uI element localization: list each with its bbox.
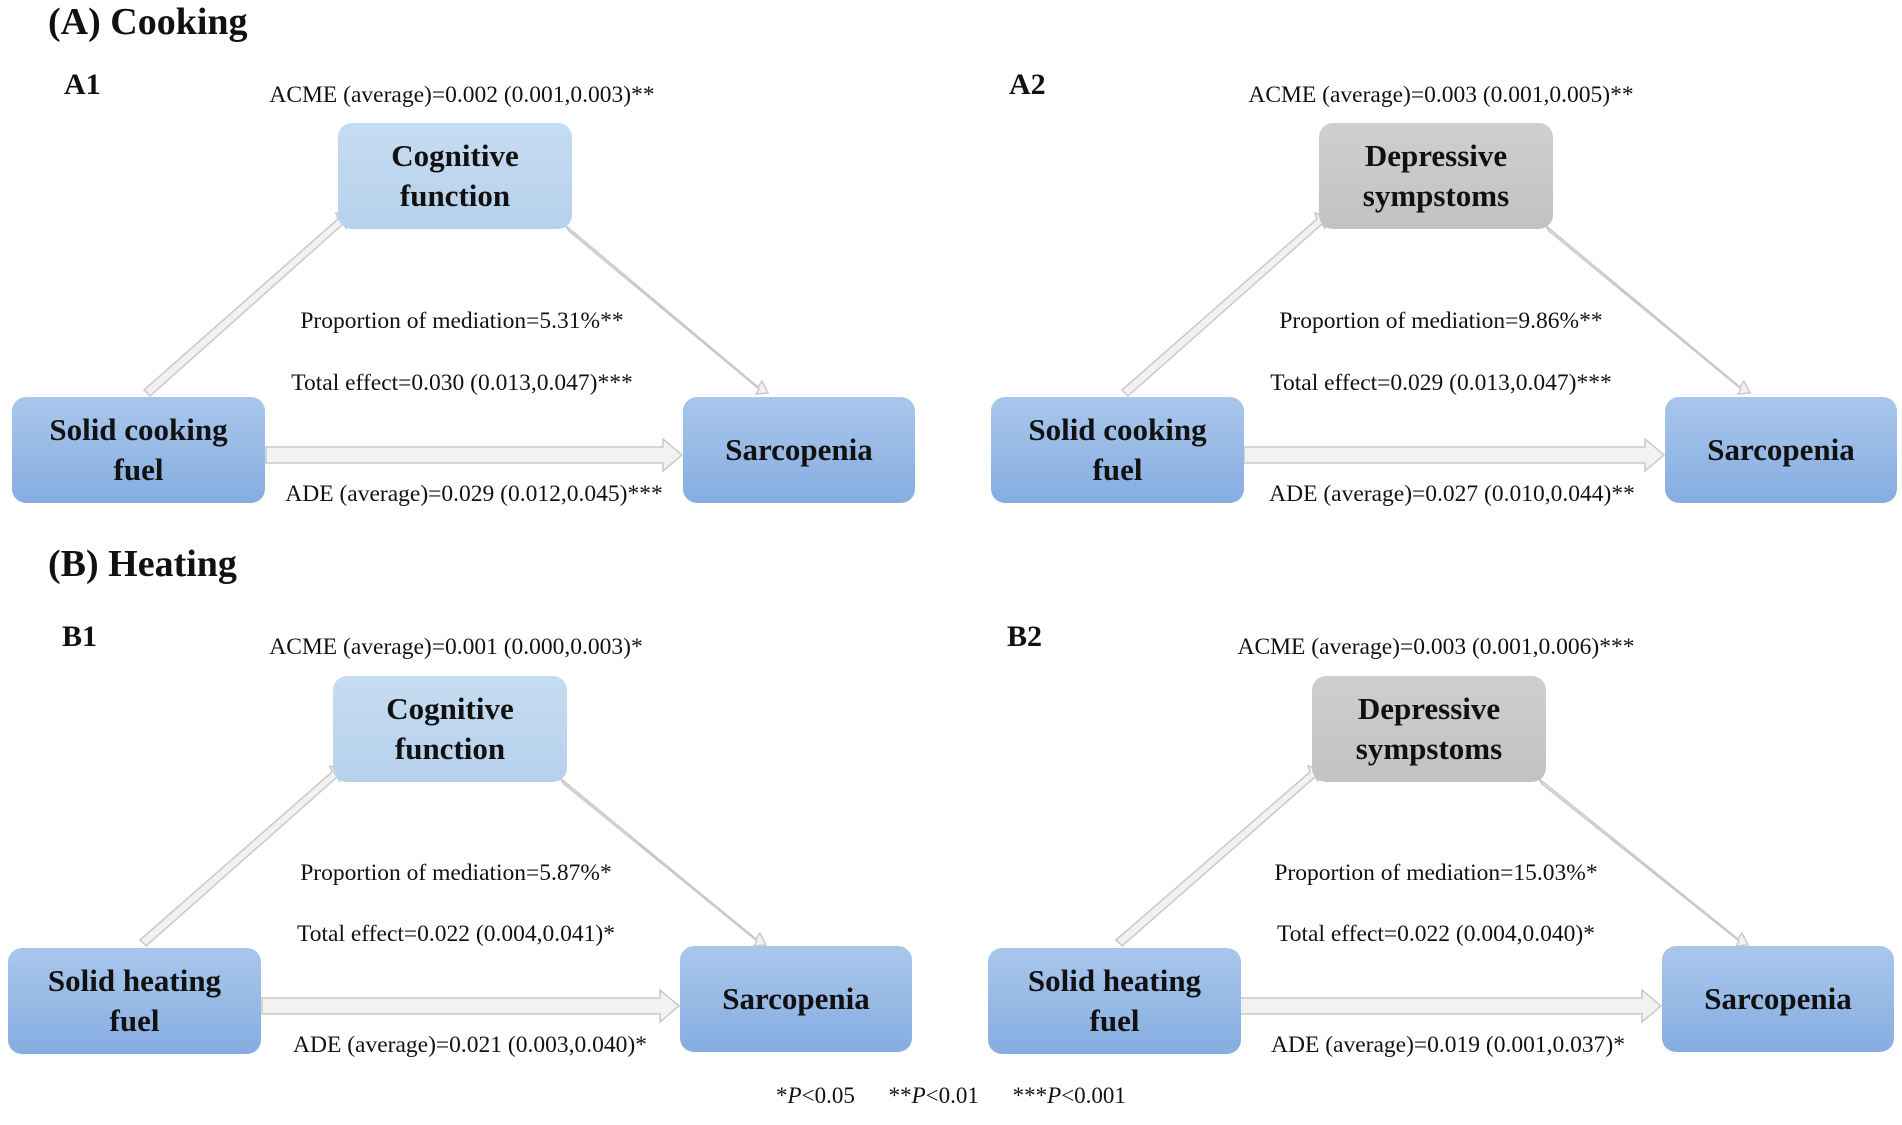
b2-mediator-line2: sympstoms [1355, 731, 1503, 766]
legend-p001: ***P<0.001 [1012, 1083, 1126, 1108]
a2-ade-text: ADE (average)=0.027 (0.010,0.044)** [1269, 481, 1635, 507]
b1-mediator-line1: Cognitive [386, 691, 514, 726]
a2-exposure-box: Solid cooking fuel [991, 397, 1244, 503]
a2-outcome-box: Sarcopenia [1665, 397, 1897, 503]
arrow-a1-exposure-to-mediator [142, 211, 349, 398]
panel-label-a2: A2 [1009, 68, 1046, 101]
a1-total-effect-text: Total effect=0.030 (0.013,0.047)*** [291, 370, 633, 396]
a2-acme-text: ACME (average)=0.003 (0.001,0.005)** [1248, 82, 1634, 108]
section-title-cooking: (A) Cooking [48, 1, 248, 43]
b2-exposure-line2: fuel [1089, 1003, 1140, 1038]
a1-outcome-box: Sarcopenia [683, 397, 915, 503]
b1-ade-text: ADE (average)=0.021 (0.003,0.040)* [293, 1032, 647, 1058]
arrow-b1-exposure-to-mediator [138, 764, 343, 948]
legend-p05: *P<0.05 [776, 1083, 855, 1108]
arrow-b2-direct [1239, 988, 1663, 1024]
b2-exposure-line1: Solid heating [1027, 963, 1202, 998]
b1-outcome-box: Sarcopenia [680, 946, 912, 1052]
b1-mediator-box: Cognitive function [333, 676, 567, 782]
b2-proportion-text: Proportion of mediation=15.03%* [1274, 860, 1598, 886]
arrow-a1-direct [265, 437, 684, 473]
b2-mediator-box: Depressive sympstoms [1312, 676, 1546, 782]
b1-mediator-line2: function [394, 731, 506, 766]
b1-acme-text: ACME (average)=0.001 (0.000,0.003)* [269, 634, 643, 660]
a2-mediator-line1: Depressive [1364, 138, 1508, 173]
b2-ade-text: ADE (average)=0.019 (0.001,0.037)* [1271, 1032, 1625, 1058]
b2-mediator-line1: Depressive [1357, 691, 1501, 726]
legend-p01: **P<0.01 [888, 1083, 979, 1108]
b1-exposure-line1: Solid heating [47, 963, 222, 998]
panel-label-b1: B1 [62, 620, 98, 653]
a1-mediator-line1: Cognitive [391, 138, 519, 173]
a1-ade-text: ADE (average)=0.029 (0.012,0.045)*** [285, 481, 663, 507]
arrow-a2-exposure-to-mediator [1120, 211, 1328, 398]
section-title-heating: (B) Heating [48, 543, 237, 585]
a1-mediator-line2: function [399, 178, 511, 213]
a2-exposure-line2: fuel [1092, 452, 1143, 487]
a1-acme-text: ACME (average)=0.002 (0.001,0.003)** [269, 82, 655, 108]
panel-label-b2: B2 [1007, 620, 1043, 653]
a1-proportion-text: Proportion of mediation=5.31%** [300, 308, 624, 334]
b1-total-effect-text: Total effect=0.022 (0.004,0.041)* [297, 921, 615, 947]
b1-proportion-text: Proportion of mediation=5.87%* [300, 860, 612, 886]
b1-exposure-box: Solid heating fuel [8, 948, 261, 1054]
b2-total-effect-text: Total effect=0.022 (0.004,0.040)* [1277, 921, 1595, 947]
a1-mediator-box: Cognitive function [338, 123, 572, 229]
a2-proportion-text: Proportion of mediation=9.86%** [1279, 308, 1603, 334]
a2-mediator-line2: sympstoms [1362, 178, 1510, 213]
b2-outcome-box: Sarcopenia [1662, 946, 1894, 1052]
arrow-a2-direct [1243, 437, 1666, 473]
panel-label-a1: A1 [64, 68, 101, 101]
a1-exposure-line1: Solid cooking [49, 412, 228, 447]
a2-mediator-box: Depressive sympstoms [1319, 123, 1553, 229]
b2-acme-text: ACME (average)=0.003 (0.001,0.006)*** [1237, 634, 1635, 660]
significance-legend: *P<0.05 **P<0.01 ***P<0.001 [0, 1083, 1902, 1109]
b1-exposure-line2: fuel [109, 1003, 160, 1038]
a1-exposure-box: Solid cooking fuel [12, 397, 265, 503]
b2-exposure-box: Solid heating fuel [988, 948, 1241, 1054]
arrow-b1-direct [261, 988, 681, 1024]
arrow-b2-exposure-to-mediator [1114, 764, 1321, 948]
a2-total-effect-text: Total effect=0.029 (0.013,0.047)*** [1270, 370, 1612, 396]
a2-exposure-line1: Solid cooking [1028, 412, 1207, 447]
a1-exposure-line2: fuel [113, 452, 164, 487]
